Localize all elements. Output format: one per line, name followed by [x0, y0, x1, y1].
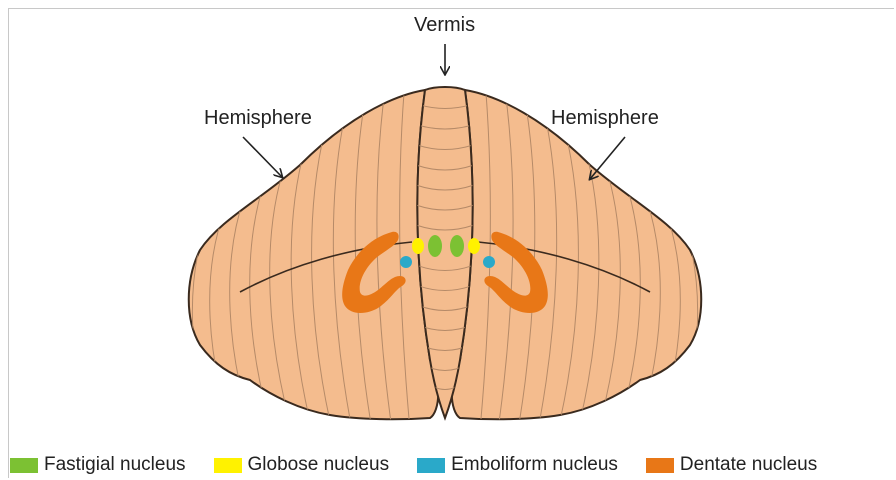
emboliform-nucleus-right — [483, 256, 495, 268]
legend-item-fastigial: Fastigial nucleus — [10, 454, 186, 476]
hemisphere-right-arrow — [590, 137, 625, 179]
emboliform-nucleus-left — [400, 256, 412, 268]
hemisphere-left-arrow — [243, 137, 282, 177]
vermis-label: Vermis — [414, 14, 475, 37]
globose-nucleus-left — [412, 238, 424, 254]
cerebellum-diagram — [0, 0, 896, 450]
hemisphere-right-label: Hemisphere — [551, 107, 659, 130]
legend: Fastigial nucleus Globose nucleus Emboli… — [10, 452, 817, 478]
fastigial-swatch — [10, 458, 38, 473]
globose-label: Globose nucleus — [248, 454, 390, 476]
legend-item-dentate: Dentate nucleus — [646, 454, 817, 476]
left-hemisphere — [189, 80, 439, 430]
emboliform-swatch — [417, 458, 445, 473]
fastigial-nucleus-left — [428, 235, 442, 257]
emboliform-label: Emboliform nucleus — [451, 454, 618, 476]
fastigial-nucleus-right — [450, 235, 464, 257]
dentate-label: Dentate nucleus — [680, 454, 817, 476]
globose-nucleus-right — [468, 238, 480, 254]
legend-item-emboliform: Emboliform nucleus — [417, 454, 618, 476]
right-hemisphere — [452, 80, 702, 430]
globose-swatch — [214, 458, 242, 473]
dentate-swatch — [646, 458, 674, 473]
fastigial-label: Fastigial nucleus — [44, 454, 186, 476]
legend-item-globose: Globose nucleus — [214, 454, 390, 476]
hemisphere-left-label: Hemisphere — [204, 107, 312, 130]
